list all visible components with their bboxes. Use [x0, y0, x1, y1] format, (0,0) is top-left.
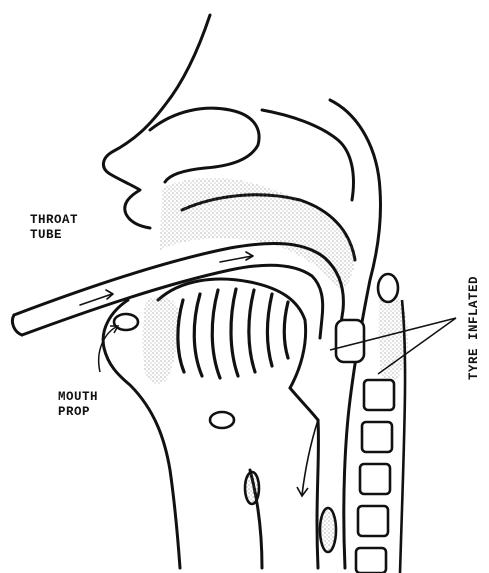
- cricoid-cartilage-shaded: [320, 508, 336, 552]
- throat-tube-label: THROAT TUBE: [30, 213, 78, 243]
- tongue-muscle-stripe: [212, 290, 220, 378]
- mouth-prop-label-line-2: PROP: [58, 405, 98, 420]
- throat-tube-label-line-2: TUBE: [30, 228, 78, 243]
- mouth-prop-label: MOUTH PROP: [58, 390, 98, 420]
- nasal-passage-curve: [262, 110, 353, 200]
- tongue-muscle-stripe: [284, 302, 288, 358]
- tongue-muscle-stripe: [178, 300, 184, 372]
- thyroid-cartilage-shaded: [245, 472, 259, 504]
- mouth-prop-label-line-1: MOUTH: [58, 390, 98, 405]
- cervical-vertebra: [362, 422, 392, 452]
- tongue-muscle-stripe: [231, 289, 238, 376]
- hyoid-bone: [210, 412, 234, 428]
- tongue-muscle-stripe: [194, 294, 202, 376]
- throat-tube-label-line-1: THROAT: [30, 213, 78, 228]
- tongue-stipple-region: [143, 297, 179, 384]
- cervical-vertebra: [356, 548, 386, 573]
- vertebra-process: [378, 274, 398, 302]
- tongue-muscle-stripe: [268, 294, 273, 366]
- nasal-stipple-region: [160, 178, 355, 290]
- cervical-vertebra: [360, 464, 390, 494]
- passage-arrow: [302, 420, 318, 495]
- epiglottis-outline: [290, 388, 318, 420]
- throat-tube-end-cap: [12, 315, 22, 335]
- larynx-rear-wall: [317, 420, 318, 568]
- mouth-prop-leader-arrow: [99, 326, 118, 372]
- nasal-cavity-outline: [150, 108, 259, 182]
- tyre-inflated-label-text: TYRE INFLATED: [467, 276, 481, 380]
- tongue-muscle-stripe: [249, 290, 255, 372]
- cervical-vertebra: [358, 506, 388, 536]
- tyre-inflated-label: TYRE INFLATED: [455, 240, 489, 380]
- inflated-tyre-cuff: [336, 320, 364, 362]
- cervical-vertebra: [364, 380, 394, 410]
